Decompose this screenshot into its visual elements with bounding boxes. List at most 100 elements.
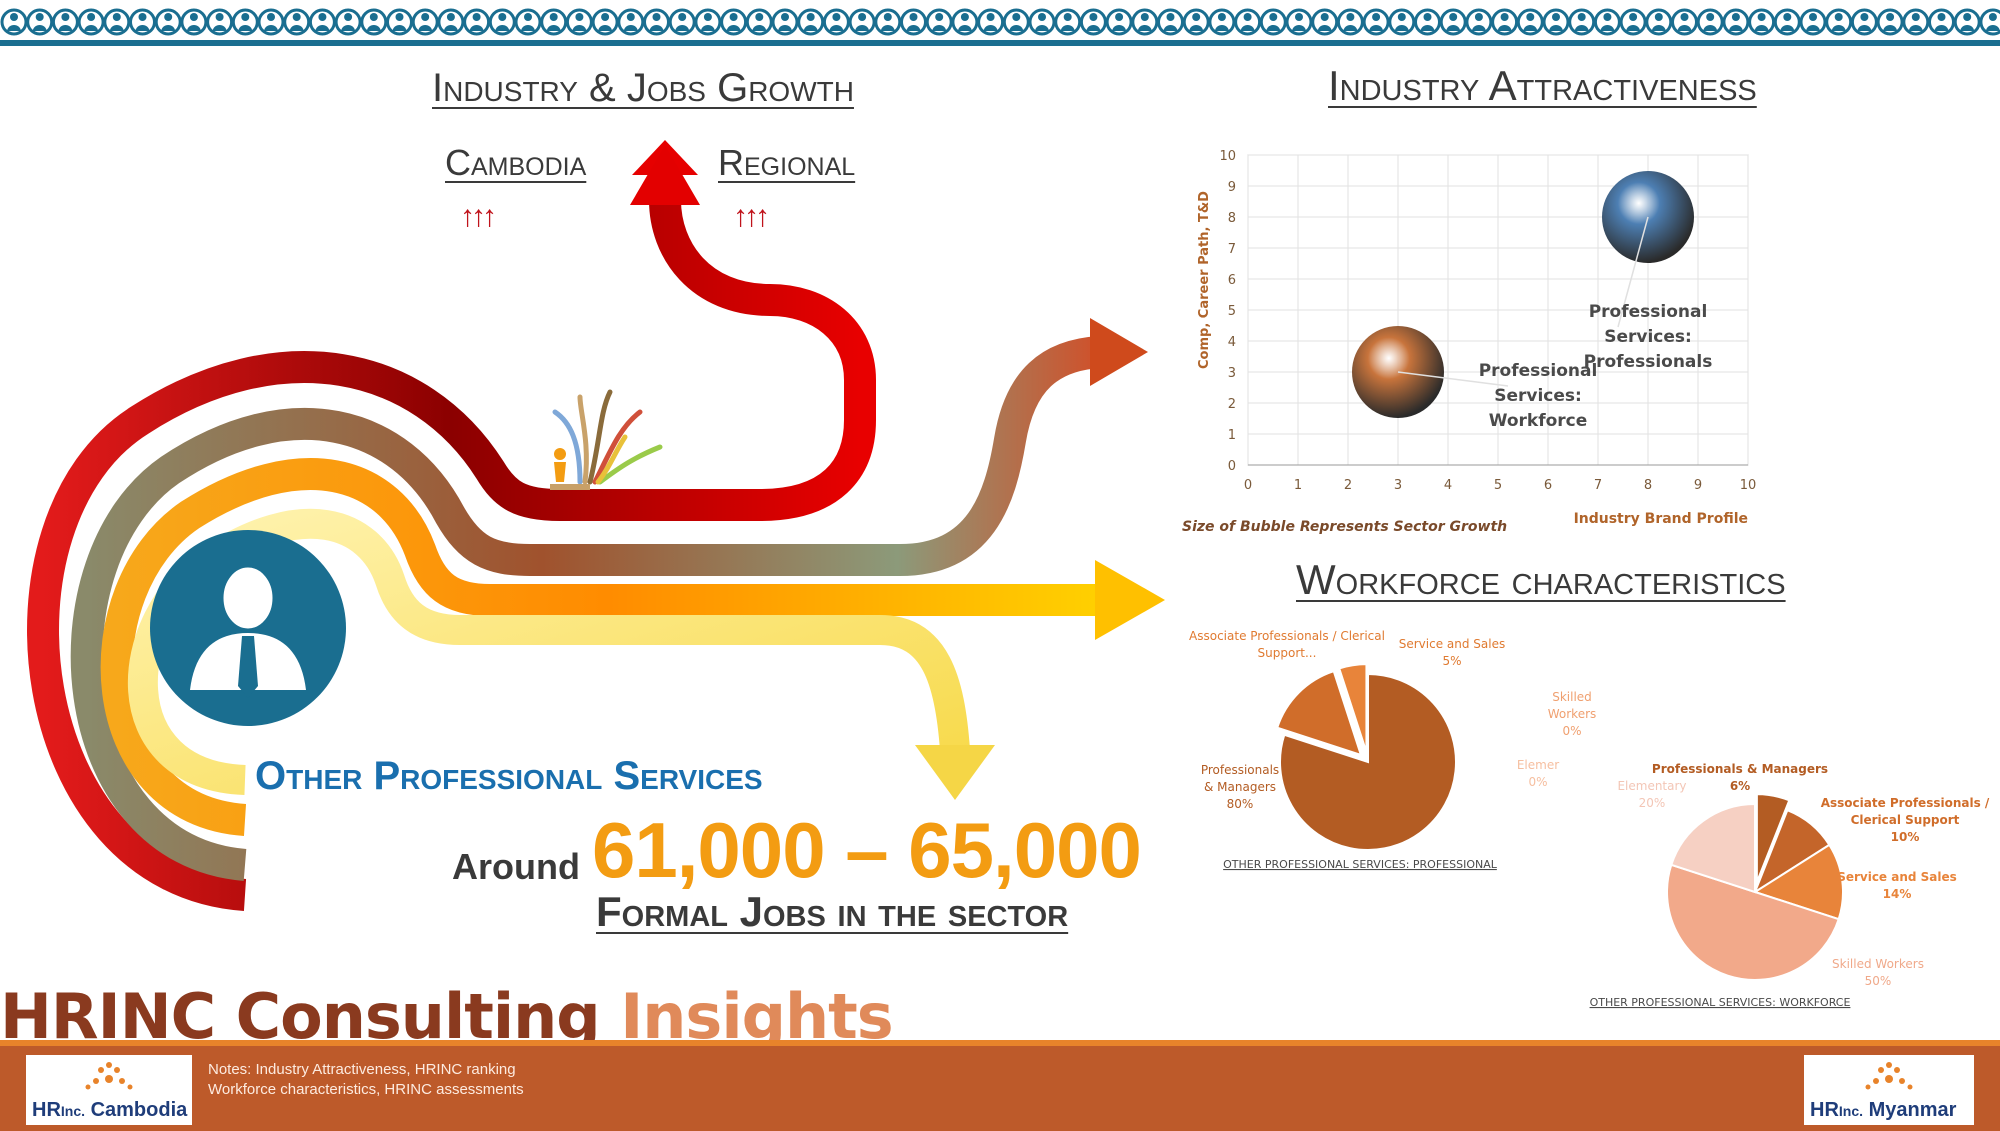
pie-label: Associate Professionals / Clerical xyxy=(1189,629,1385,643)
header-person-body xyxy=(1831,25,1846,31)
header-ring xyxy=(874,8,902,36)
logo-cambodia-hr: HR xyxy=(32,1099,61,1121)
header-person-body xyxy=(700,25,715,31)
header-person-head xyxy=(652,13,661,21)
header-person-head xyxy=(1577,13,1586,21)
pie-slice-2 xyxy=(1275,669,1363,757)
header-person-head xyxy=(986,13,995,21)
pie-slice-4 xyxy=(1666,863,1840,981)
header-person-body xyxy=(1651,25,1666,31)
header-person-body xyxy=(1934,25,1949,31)
header-person-head xyxy=(10,13,18,21)
header-person-head xyxy=(960,13,969,21)
x-tick-label: 2 xyxy=(1344,478,1352,493)
header-ring xyxy=(720,8,748,36)
header-ring xyxy=(1928,8,1955,36)
header-person-head xyxy=(1937,13,1946,21)
header-person-body xyxy=(598,25,613,31)
header-ring xyxy=(437,8,465,36)
professional-pie-chart: Associate Professionals / ClericalSuppor… xyxy=(1189,629,1596,871)
pie-label: Service and Sales xyxy=(1399,637,1506,651)
header-person-head xyxy=(318,13,327,21)
header-person-head xyxy=(1474,13,1483,21)
y-tick-label: 8 xyxy=(1228,211,1236,226)
x-tick-label: 0 xyxy=(1244,478,1252,493)
pie-label: Associate Professionals / xyxy=(1821,796,1990,810)
header-ring xyxy=(1028,8,1056,36)
avatar xyxy=(150,530,346,726)
pie-label: 0% xyxy=(1562,724,1581,738)
header-person-body xyxy=(829,25,844,31)
header-ring xyxy=(1491,8,1519,36)
header-person-head xyxy=(1295,13,1303,21)
header-person-head xyxy=(1166,13,1175,21)
header-person-body xyxy=(1292,25,1306,31)
header-ring xyxy=(540,8,568,36)
header-person-head xyxy=(1706,13,1715,21)
attractiveness-title: Industry Attractiveness xyxy=(1328,62,1757,109)
pie-label: 6% xyxy=(1730,779,1750,793)
header-person-head xyxy=(1809,13,1817,21)
header-ring xyxy=(1131,8,1159,36)
pie-slice-3 xyxy=(1752,843,1844,921)
header-ring xyxy=(488,8,516,36)
header-person-head xyxy=(1911,13,1920,21)
header-person-head xyxy=(1526,13,1535,21)
header-ring xyxy=(1157,8,1184,36)
header-ring xyxy=(1465,8,1493,36)
y-tick-label: 1 xyxy=(1228,428,1236,443)
header-person-body xyxy=(315,25,330,31)
y-axis-label: Comp, Career Path, T&D xyxy=(1197,191,1212,369)
header-ring xyxy=(1054,8,1082,36)
pie-label: 0% xyxy=(1528,775,1547,789)
header-person-body xyxy=(238,25,253,31)
header-person-body xyxy=(1317,25,1332,31)
header-ring xyxy=(1748,8,1776,36)
header-person-head xyxy=(1860,13,1869,21)
header-person-body xyxy=(1728,25,1743,31)
pie-label: Elemer xyxy=(1517,758,1559,772)
header-person-body xyxy=(675,25,690,31)
header-person-body xyxy=(1523,25,1538,31)
regional-label: Regional xyxy=(718,142,856,183)
header-ring xyxy=(1336,8,1364,36)
header-ring xyxy=(1645,8,1673,36)
header-person-body xyxy=(546,25,561,31)
header-ring xyxy=(900,8,927,36)
header-ring xyxy=(1773,8,1801,36)
x-tick-label: 5 xyxy=(1494,478,1502,493)
header-person-body xyxy=(1471,25,1486,31)
header-ring xyxy=(257,8,285,36)
header-person-body xyxy=(161,25,176,31)
header-ring xyxy=(1722,8,1750,36)
x-axis-label: Industry Brand Profile xyxy=(1574,511,1748,527)
header-ring xyxy=(1825,8,1853,36)
header-ring xyxy=(411,8,439,36)
header-ring xyxy=(925,8,953,36)
header-ring xyxy=(1568,8,1596,36)
header-person-body xyxy=(1086,25,1101,31)
header-ring xyxy=(231,8,259,36)
pie-slice-1 xyxy=(1755,793,1791,883)
header-person-head xyxy=(1089,13,1098,21)
header-person-body xyxy=(1960,25,1975,31)
header-person-head xyxy=(189,13,198,21)
header-person-body xyxy=(1754,25,1769,31)
header-person-body xyxy=(1112,25,1127,31)
header-ring xyxy=(745,8,773,36)
header-person-body xyxy=(58,25,73,31)
regional-growth-arrows: ↑↑↑ xyxy=(733,200,770,233)
x-tick-label: 9 xyxy=(1694,478,1702,493)
header-person-body xyxy=(1985,25,2000,31)
header-person-body xyxy=(1189,25,1204,31)
header-person-body xyxy=(289,25,304,31)
header-ring xyxy=(1388,8,1416,36)
bubble-leader-line xyxy=(1397,371,1509,387)
header-person-body xyxy=(1060,25,1075,31)
header-person-head xyxy=(703,13,712,21)
header-person-body xyxy=(84,25,99,31)
header-person-body xyxy=(495,25,510,31)
header-person-body xyxy=(623,25,638,31)
header-person-head xyxy=(1731,13,1740,21)
header-pattern xyxy=(0,0,2000,46)
